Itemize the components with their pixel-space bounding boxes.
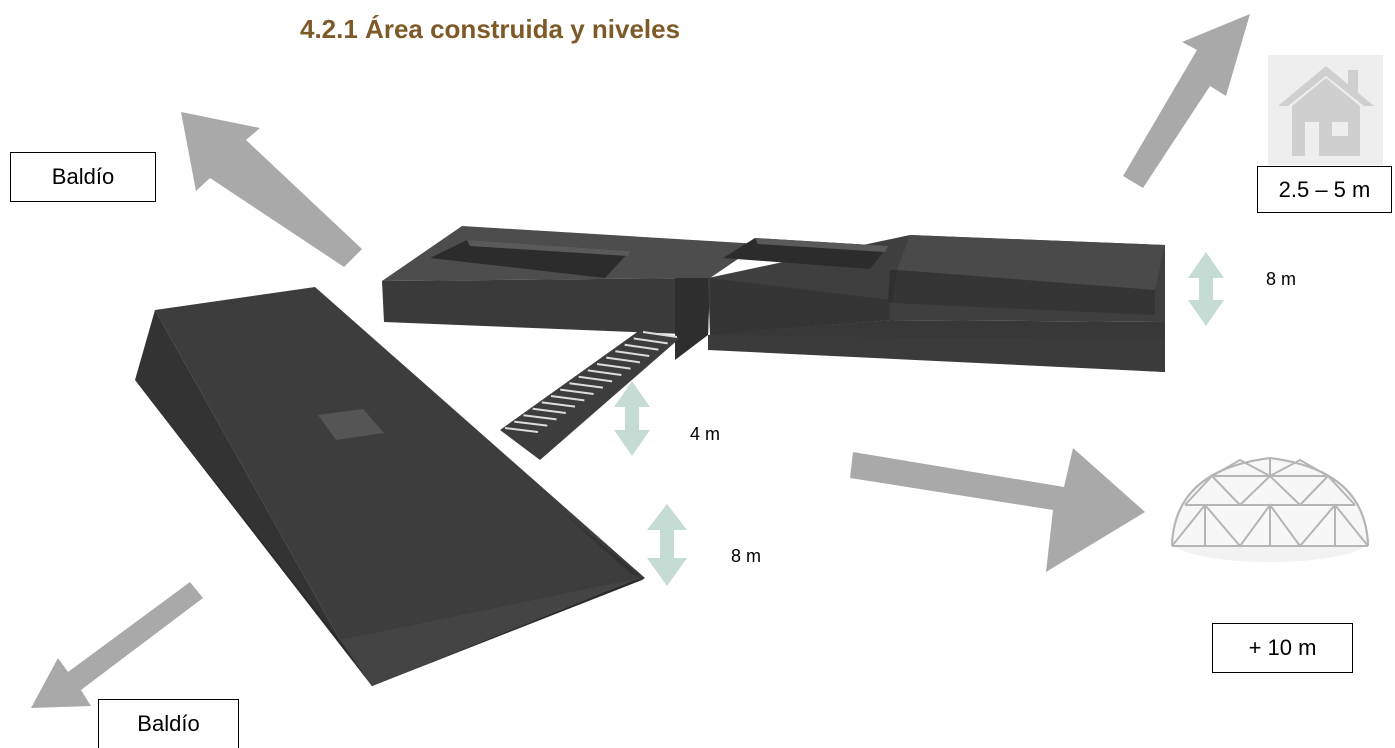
bridge-stripe bbox=[569, 382, 603, 389]
bridge bbox=[500, 330, 680, 460]
bridge-stripe bbox=[504, 427, 539, 433]
main-building bbox=[135, 287, 645, 686]
bridge-stripe bbox=[642, 331, 678, 338]
label-baldio-top: Baldío bbox=[10, 152, 156, 202]
height-arrow-bridge bbox=[614, 381, 650, 456]
label-dome-height: + 10 m bbox=[1212, 623, 1353, 673]
height-arrow-main bbox=[647, 504, 687, 586]
height-arrow-right bbox=[1188, 252, 1224, 326]
bridge-stripe bbox=[523, 414, 557, 421]
bridge-stripe bbox=[624, 343, 659, 351]
main-skylight bbox=[318, 409, 384, 440]
height-label-bridge: 4 m bbox=[690, 424, 721, 444]
bridge-stripe bbox=[514, 420, 548, 427]
bridge-stripe bbox=[550, 395, 585, 402]
bridge-stripe bbox=[587, 369, 622, 376]
right-building bbox=[382, 226, 1165, 372]
height-label-main: 8 m bbox=[731, 546, 762, 566]
arrow-east bbox=[850, 448, 1145, 572]
bridge-stripe bbox=[532, 407, 566, 414]
geodesic-dome-icon bbox=[1170, 456, 1370, 562]
page-title: 4.2.1 Área construida y niveles bbox=[300, 14, 681, 44]
bridge-stripe bbox=[578, 375, 613, 383]
bridge-stripe bbox=[615, 350, 650, 357]
arrow-northeast bbox=[1123, 14, 1250, 188]
arrow-northwest bbox=[181, 112, 362, 267]
label-baldio-bottom: Baldío bbox=[98, 699, 239, 748]
arrow-southwest bbox=[31, 582, 203, 708]
bridge-stripe bbox=[633, 337, 668, 345]
height-label-right: 8 m bbox=[1266, 269, 1297, 289]
bridge-stripe bbox=[596, 363, 631, 370]
bridge-stripe bbox=[560, 388, 594, 395]
bridge-stripe bbox=[606, 356, 641, 364]
house-icon bbox=[1268, 55, 1383, 165]
label-house-height: 2.5 – 5 m bbox=[1257, 166, 1392, 213]
bridge-stripe bbox=[541, 401, 576, 408]
